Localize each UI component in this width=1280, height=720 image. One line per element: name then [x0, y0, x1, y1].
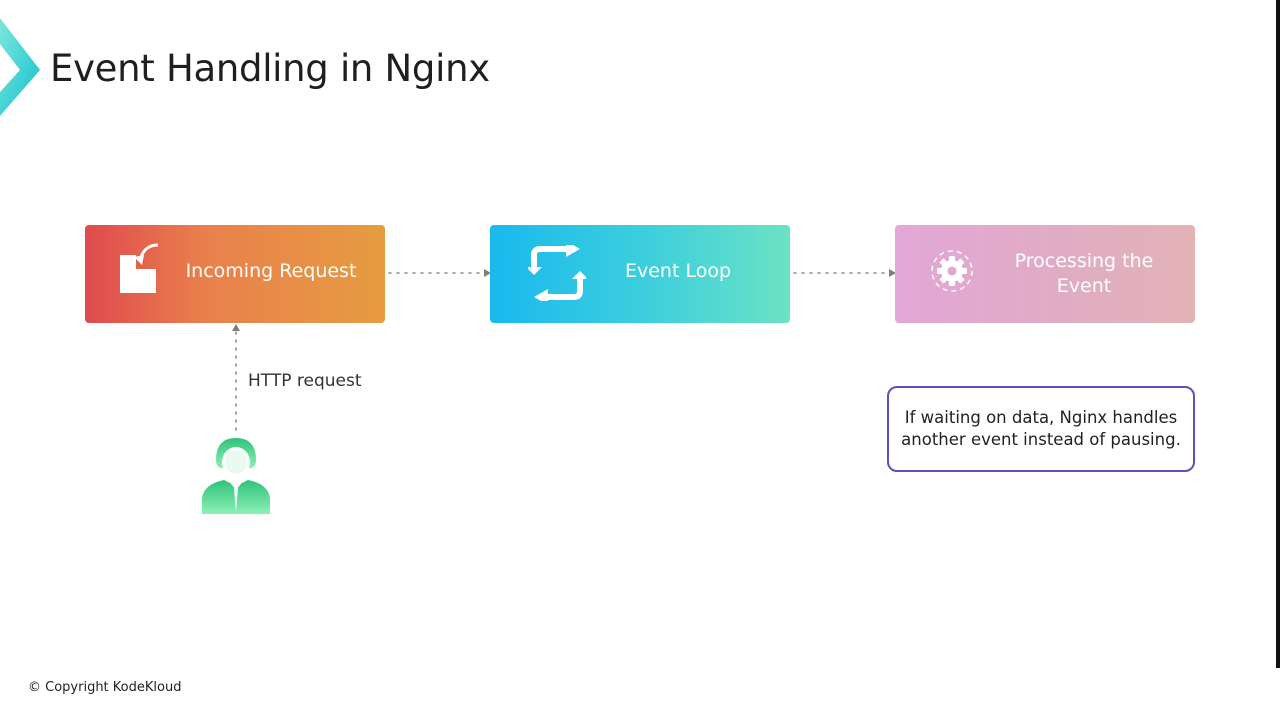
right-edge-bar [1276, 0, 1280, 668]
note-box: If waiting on data, Nginx handles anothe… [887, 386, 1195, 472]
document-incoming-icon [120, 243, 159, 293]
page-title: Event Handling in Nginx [50, 47, 490, 90]
node-event-loop: Event Loop [490, 225, 790, 323]
refresh-cycle-icon [528, 245, 586, 301]
brand-logo-icon [0, 18, 40, 116]
edge-label-http-request: HTTP request [248, 371, 362, 391]
node-event-loop-label: Event Loop [624, 260, 732, 282]
node-processing-event-label: Processing the Event [1014, 250, 1154, 297]
copyright-footer: © Copyright KodeKloud [28, 680, 182, 695]
arrowhead-incoming [232, 324, 240, 331]
node-processing-event: Processing the Event [895, 225, 1195, 323]
user-icon [202, 438, 270, 514]
note-text: If waiting on data, Nginx handles anothe… [901, 407, 1181, 450]
node-incoming-request: Incoming Request [85, 225, 385, 323]
node-incoming-request-label: Incoming Request [185, 260, 357, 282]
gear-icon [931, 250, 973, 292]
